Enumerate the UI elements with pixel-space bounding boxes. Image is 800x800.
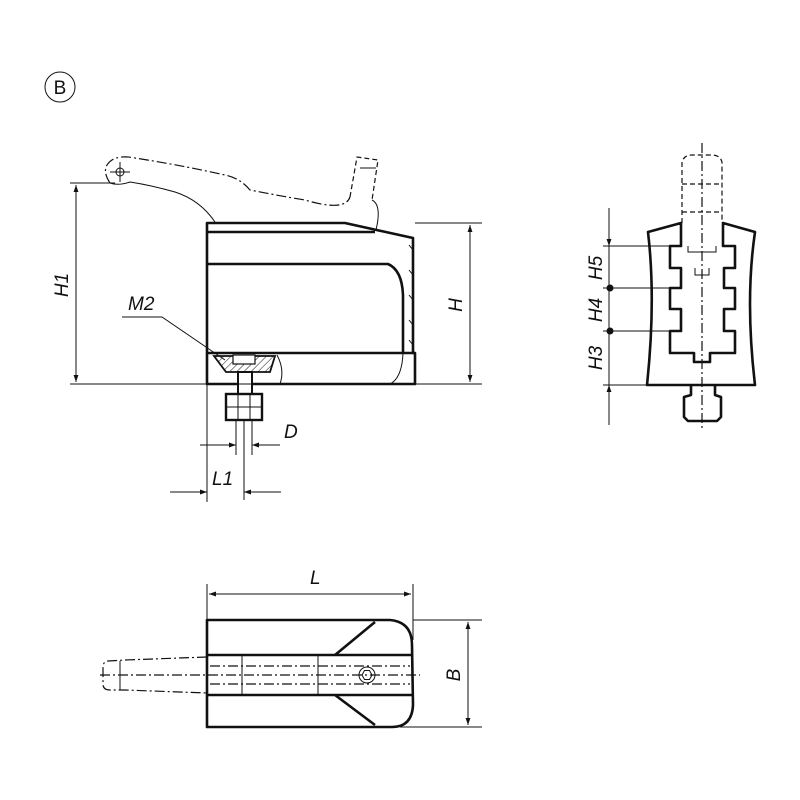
label-h1: H1 (52, 273, 73, 297)
label-b: B (444, 668, 465, 681)
clamp-body-front (645, 221, 757, 387)
view-marker: B (44, 71, 76, 103)
label-d: D (284, 422, 298, 443)
view-marker-label: B (54, 78, 67, 99)
front-view: H5 H4 H3 (586, 143, 757, 430)
label-l: L (310, 568, 321, 589)
label-h3: H3 (586, 345, 607, 370)
clamping-lever-phantom (104, 156, 379, 231)
clamp-body (205, 221, 417, 386)
clamp-body-top (205, 618, 415, 729)
label-h5: H5 (586, 255, 607, 280)
top-view: L B (100, 568, 482, 729)
label-h: H (446, 298, 467, 312)
label-m2: M2 (128, 294, 155, 315)
side-view: H1 H M2 D L1 (52, 156, 482, 502)
label-h4: H4 (586, 298, 607, 322)
label-l1: L1 (212, 469, 233, 490)
